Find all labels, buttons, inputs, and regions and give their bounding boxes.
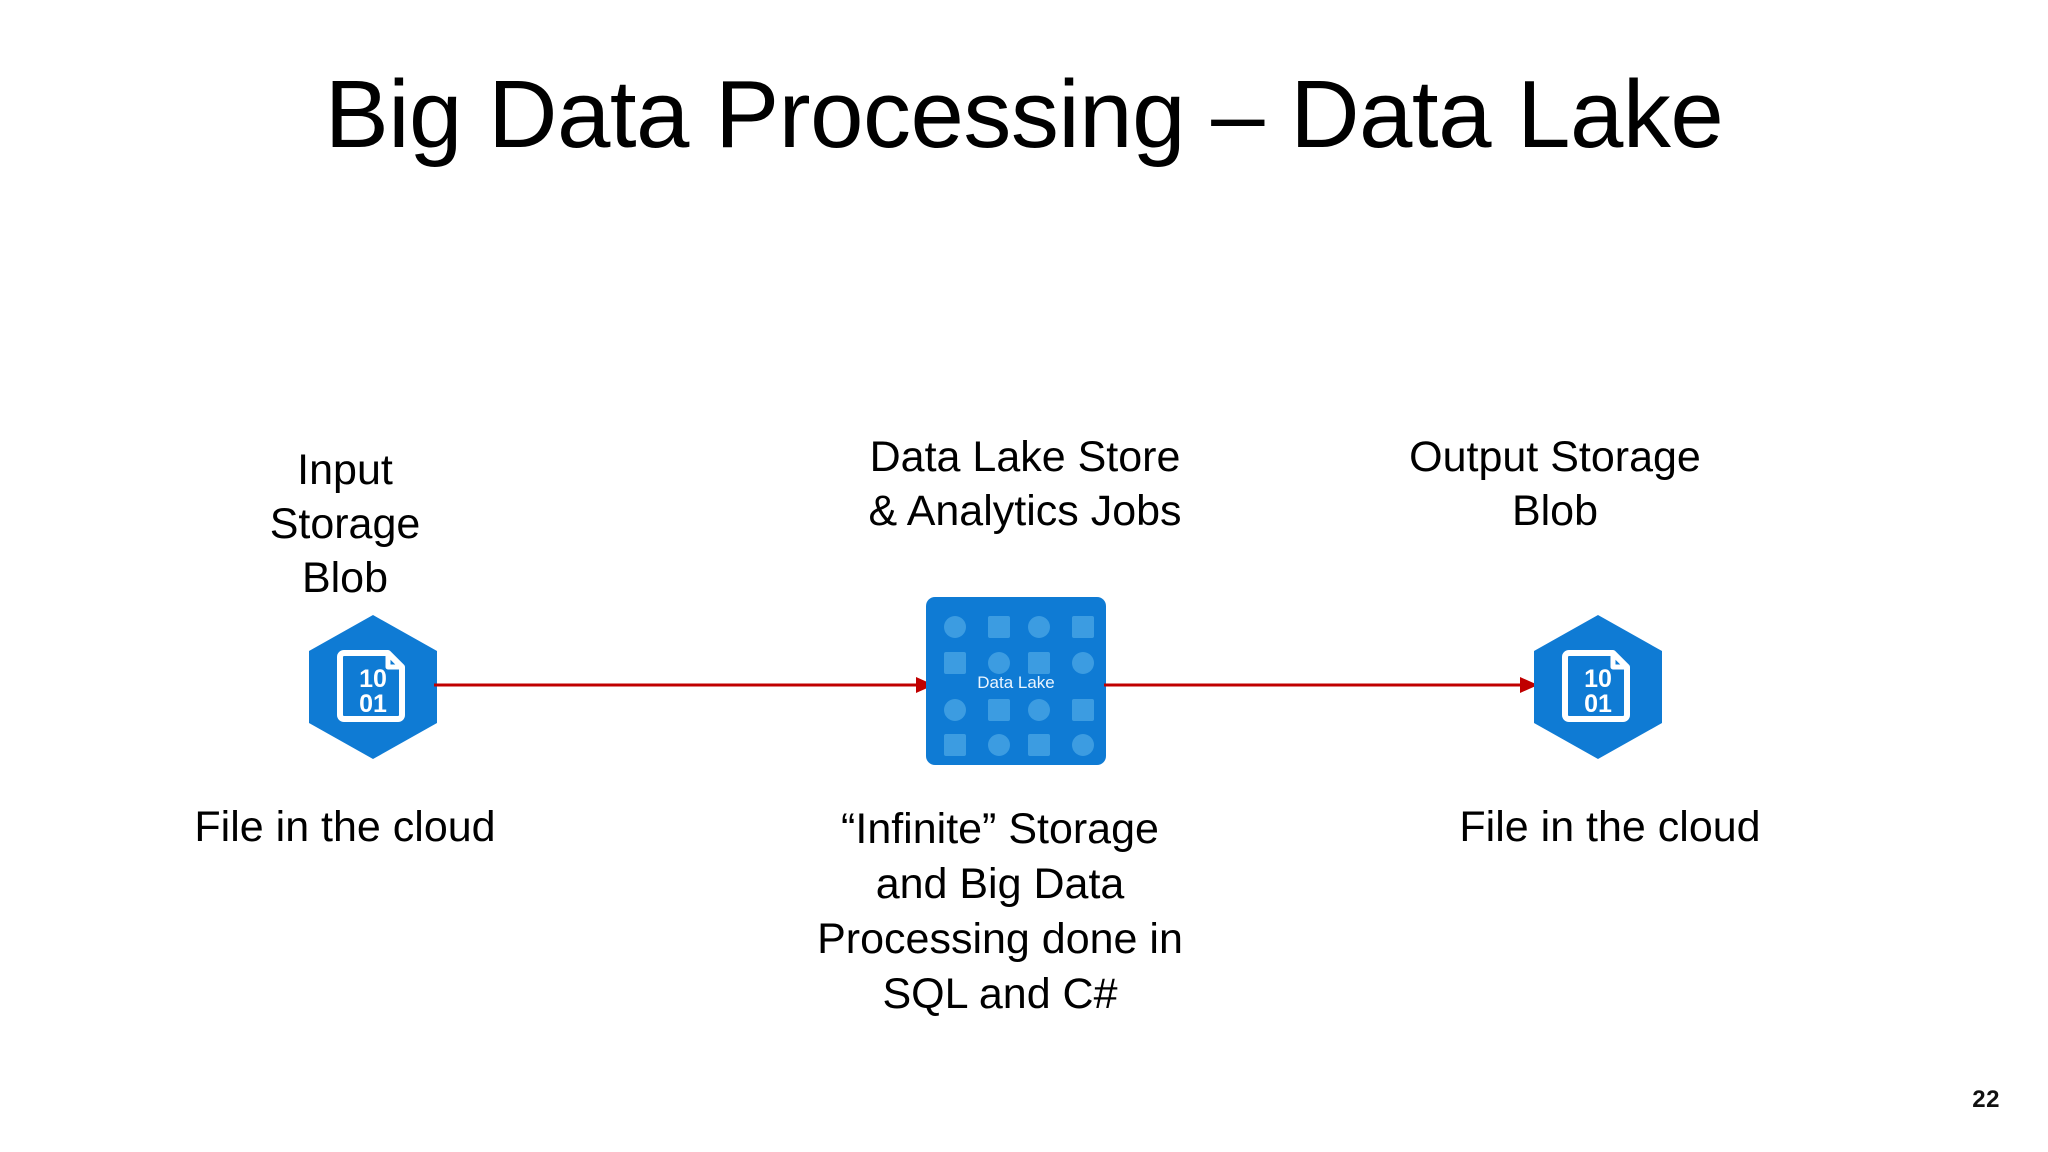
input-blob-caption-line1: File in the cloud: [194, 803, 496, 851]
data-lake-caption-line1: “Infinite” Storage: [841, 805, 1159, 853]
input-blob-top-label-line1: Input: [297, 446, 393, 494]
input-blob-digits-top: 10: [359, 665, 387, 693]
output-blob-bottom-caption: File in the cloud: [1400, 800, 1820, 855]
output-storage-blob-icon[interactable]: 10 01: [1532, 613, 1664, 761]
data-lake-tile-label: Data Lake: [977, 673, 1055, 692]
data-lake-store-icon[interactable]: Data Lake: [926, 597, 1106, 765]
data-lake-caption-line3: Processing done in: [817, 915, 1183, 964]
output-blob-top-label: Output Storage Blob: [1330, 430, 1780, 538]
output-blob-digits-bottom: 01: [1584, 690, 1612, 718]
arrow-input-to-data-lake: [434, 673, 934, 697]
page-title: Big Data Processing – Data Lake: [324, 61, 1724, 168]
data-lake-top-label-line2: & Analytics Jobs: [868, 487, 1182, 536]
input-storage-blob-icon[interactable]: 10 01: [307, 613, 439, 761]
data-lake-bottom-caption: “Infinite” Storage and Big Data Processi…: [770, 802, 1230, 1022]
data-lake-caption-line2: and Big Data: [875, 860, 1125, 909]
data-lake-top-label-line1: Data Lake Store: [869, 433, 1181, 481]
page-number: 22: [1972, 1086, 2000, 1113]
output-blob-top-label-line2: Blob: [1511, 487, 1599, 536]
input-blob-top-label-line2: Storage: [269, 500, 421, 549]
data-lake-top-label: Data Lake Store & Analytics Jobs: [800, 430, 1250, 538]
output-blob-caption-line1: File in the cloud: [1459, 803, 1761, 851]
output-blob-digits-top: 10: [1584, 665, 1612, 693]
output-blob-top-label-line1: Output Storage: [1409, 433, 1701, 481]
input-blob-top-label: Input Storage Blob: [195, 443, 495, 606]
input-blob-digits-bottom: 01: [359, 690, 387, 718]
arrow-data-lake-to-output: [1104, 673, 1538, 697]
input-blob-bottom-caption: File in the cloud: [140, 800, 550, 855]
data-lake-caption-line4: SQL and C#: [882, 970, 1118, 1019]
input-blob-top-label-line3: Blob: [301, 554, 389, 603]
